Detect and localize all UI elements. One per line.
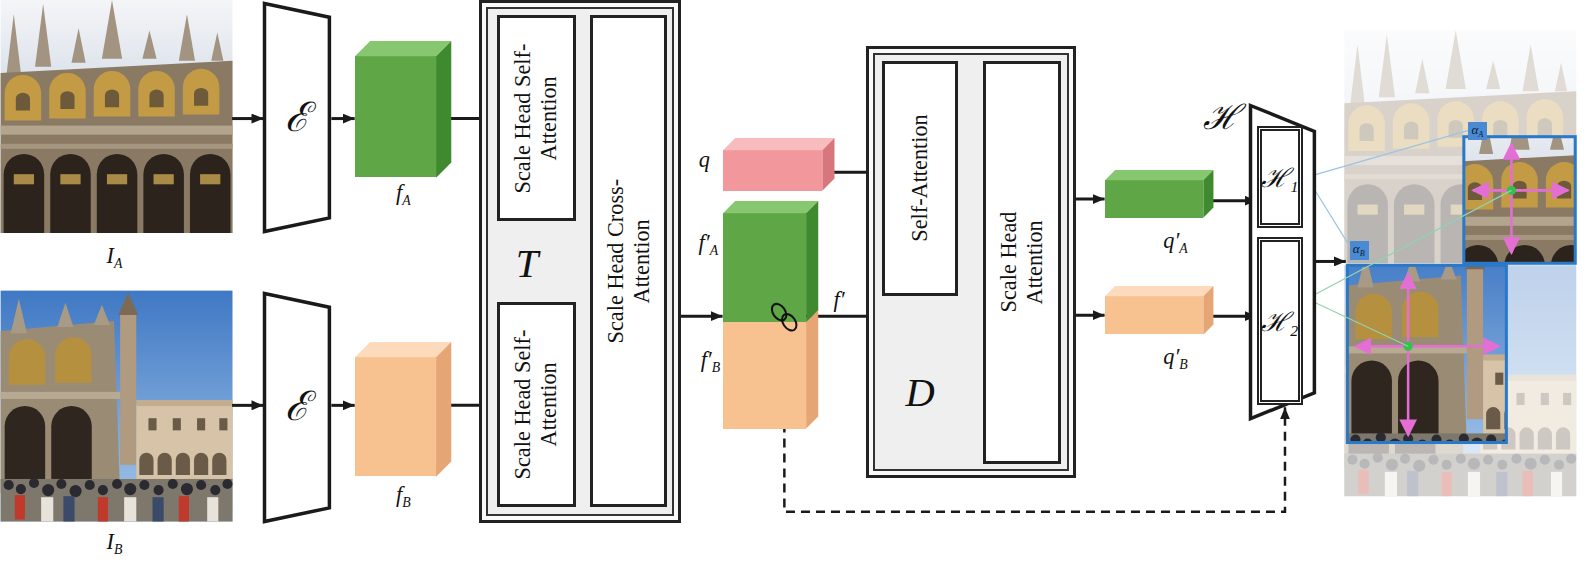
module-name: Scale Head Self-Attention	[510, 313, 561, 495]
symbol: I	[107, 244, 114, 269]
feature-tensor: f′B	[723, 322, 806, 428]
photo: IA	[0, 0, 232, 233]
subscript: B	[1179, 357, 1187, 372]
feature-tensor: f′A	[723, 213, 806, 322]
tensor-faces	[355, 342, 451, 477]
subscript: A	[710, 243, 718, 258]
subscript: B	[712, 360, 720, 375]
symbol: ℋ	[1203, 97, 1239, 135]
arrow	[1315, 260, 1345, 263]
math-label: αA	[1468, 122, 1487, 141]
tensor-faces	[1105, 170, 1213, 218]
symbol: f′	[834, 287, 845, 312]
math-label: f′A	[699, 233, 719, 258]
tensor-faces	[355, 41, 451, 178]
math-label: D	[905, 373, 934, 414]
concat-symbol: f′	[770, 301, 798, 333]
feature-tensor: fB	[355, 357, 436, 477]
subscript: A	[1179, 241, 1187, 256]
attention-box: Scale Head Attention	[983, 61, 1061, 464]
symbol: T	[516, 241, 539, 286]
symbol: q	[699, 147, 710, 172]
subscript: A	[1478, 129, 1483, 138]
subscript: A	[402, 192, 410, 207]
math-label: αB	[1350, 241, 1369, 260]
attention-box: Scale Head Self-Attention	[497, 15, 576, 221]
math-label: fA	[396, 182, 411, 207]
subscript: B	[114, 542, 122, 557]
math-label: ℋ	[1203, 99, 1239, 133]
symbol: f	[396, 482, 402, 507]
attention-box: Scale Head Self-Attention	[497, 302, 576, 507]
math-label: q′A	[1163, 231, 1187, 256]
symbol: q′	[1163, 344, 1179, 369]
module-name: Scale Head Cross-Attention	[603, 170, 654, 352]
module-name: Scale Head Self-Attention	[510, 27, 561, 209]
subscript: B	[1360, 249, 1365, 258]
arrow	[681, 315, 723, 318]
feature-tensor: q	[723, 150, 822, 191]
head-box: ℋ₁	[1257, 126, 1304, 228]
math-label: ℰ	[285, 97, 309, 138]
symbol: f′	[699, 231, 710, 256]
math-label: fB	[396, 484, 411, 509]
tensor-faces	[1105, 286, 1213, 335]
network-block: ℰ	[263, 292, 331, 523]
network-block: ℰ	[263, 2, 331, 233]
photo: IB	[0, 291, 232, 522]
attention-box: Self-Attention	[882, 61, 958, 296]
math-label: T	[516, 244, 539, 285]
feature-tensor: q′A	[1105, 180, 1203, 217]
feature-tensor: q′B	[1105, 296, 1203, 335]
arrow	[232, 117, 263, 120]
tensor-faces	[723, 310, 818, 429]
network-block: ℋℋ₁ℋ₂	[1249, 104, 1316, 420]
symbol: α	[1353, 241, 1360, 256]
subscript: A	[114, 256, 122, 271]
arrow	[331, 404, 354, 407]
module-box: TScale Head Self-AttentionScale Head Sel…	[479, 0, 681, 523]
math-label: ℰ	[285, 387, 309, 428]
symbol: f′	[701, 347, 712, 372]
head-box: ℋ₂	[1257, 237, 1304, 405]
module-name: Self-Attention	[907, 74, 933, 282]
symbol: ℰ	[285, 384, 309, 429]
feature-tensor: fA	[355, 56, 436, 178]
math-label: IB	[107, 532, 123, 557]
subscript: B	[402, 494, 410, 509]
symbol: ℰ	[285, 94, 309, 139]
attention-box: Scale Head Cross-Attention	[590, 15, 667, 506]
symbol: q′	[1163, 229, 1179, 254]
math-label: q′B	[1163, 346, 1187, 371]
symbol: α	[1471, 122, 1478, 137]
module-box: D Self-Attention Scale Head Attention	[866, 46, 1076, 479]
math-label: f′	[834, 289, 845, 311]
arrow	[331, 117, 354, 120]
math-label: q	[699, 149, 710, 171]
tensor-faces	[723, 138, 834, 191]
head-name: ℋ₂	[1261, 303, 1298, 339]
math-label: IA	[107, 246, 123, 271]
tensor-faces	[723, 201, 818, 323]
output-photo: αAαB	[1346, 30, 1576, 496]
head-name: ℋ₁	[1261, 159, 1298, 195]
module-name: Scale Head Attention	[996, 171, 1047, 353]
symbol: I	[107, 530, 114, 555]
math-label: f′B	[701, 349, 721, 374]
chain-link	[770, 301, 798, 333]
arrow	[232, 404, 263, 407]
symbol: f	[396, 180, 402, 205]
symbol: D	[905, 370, 934, 415]
